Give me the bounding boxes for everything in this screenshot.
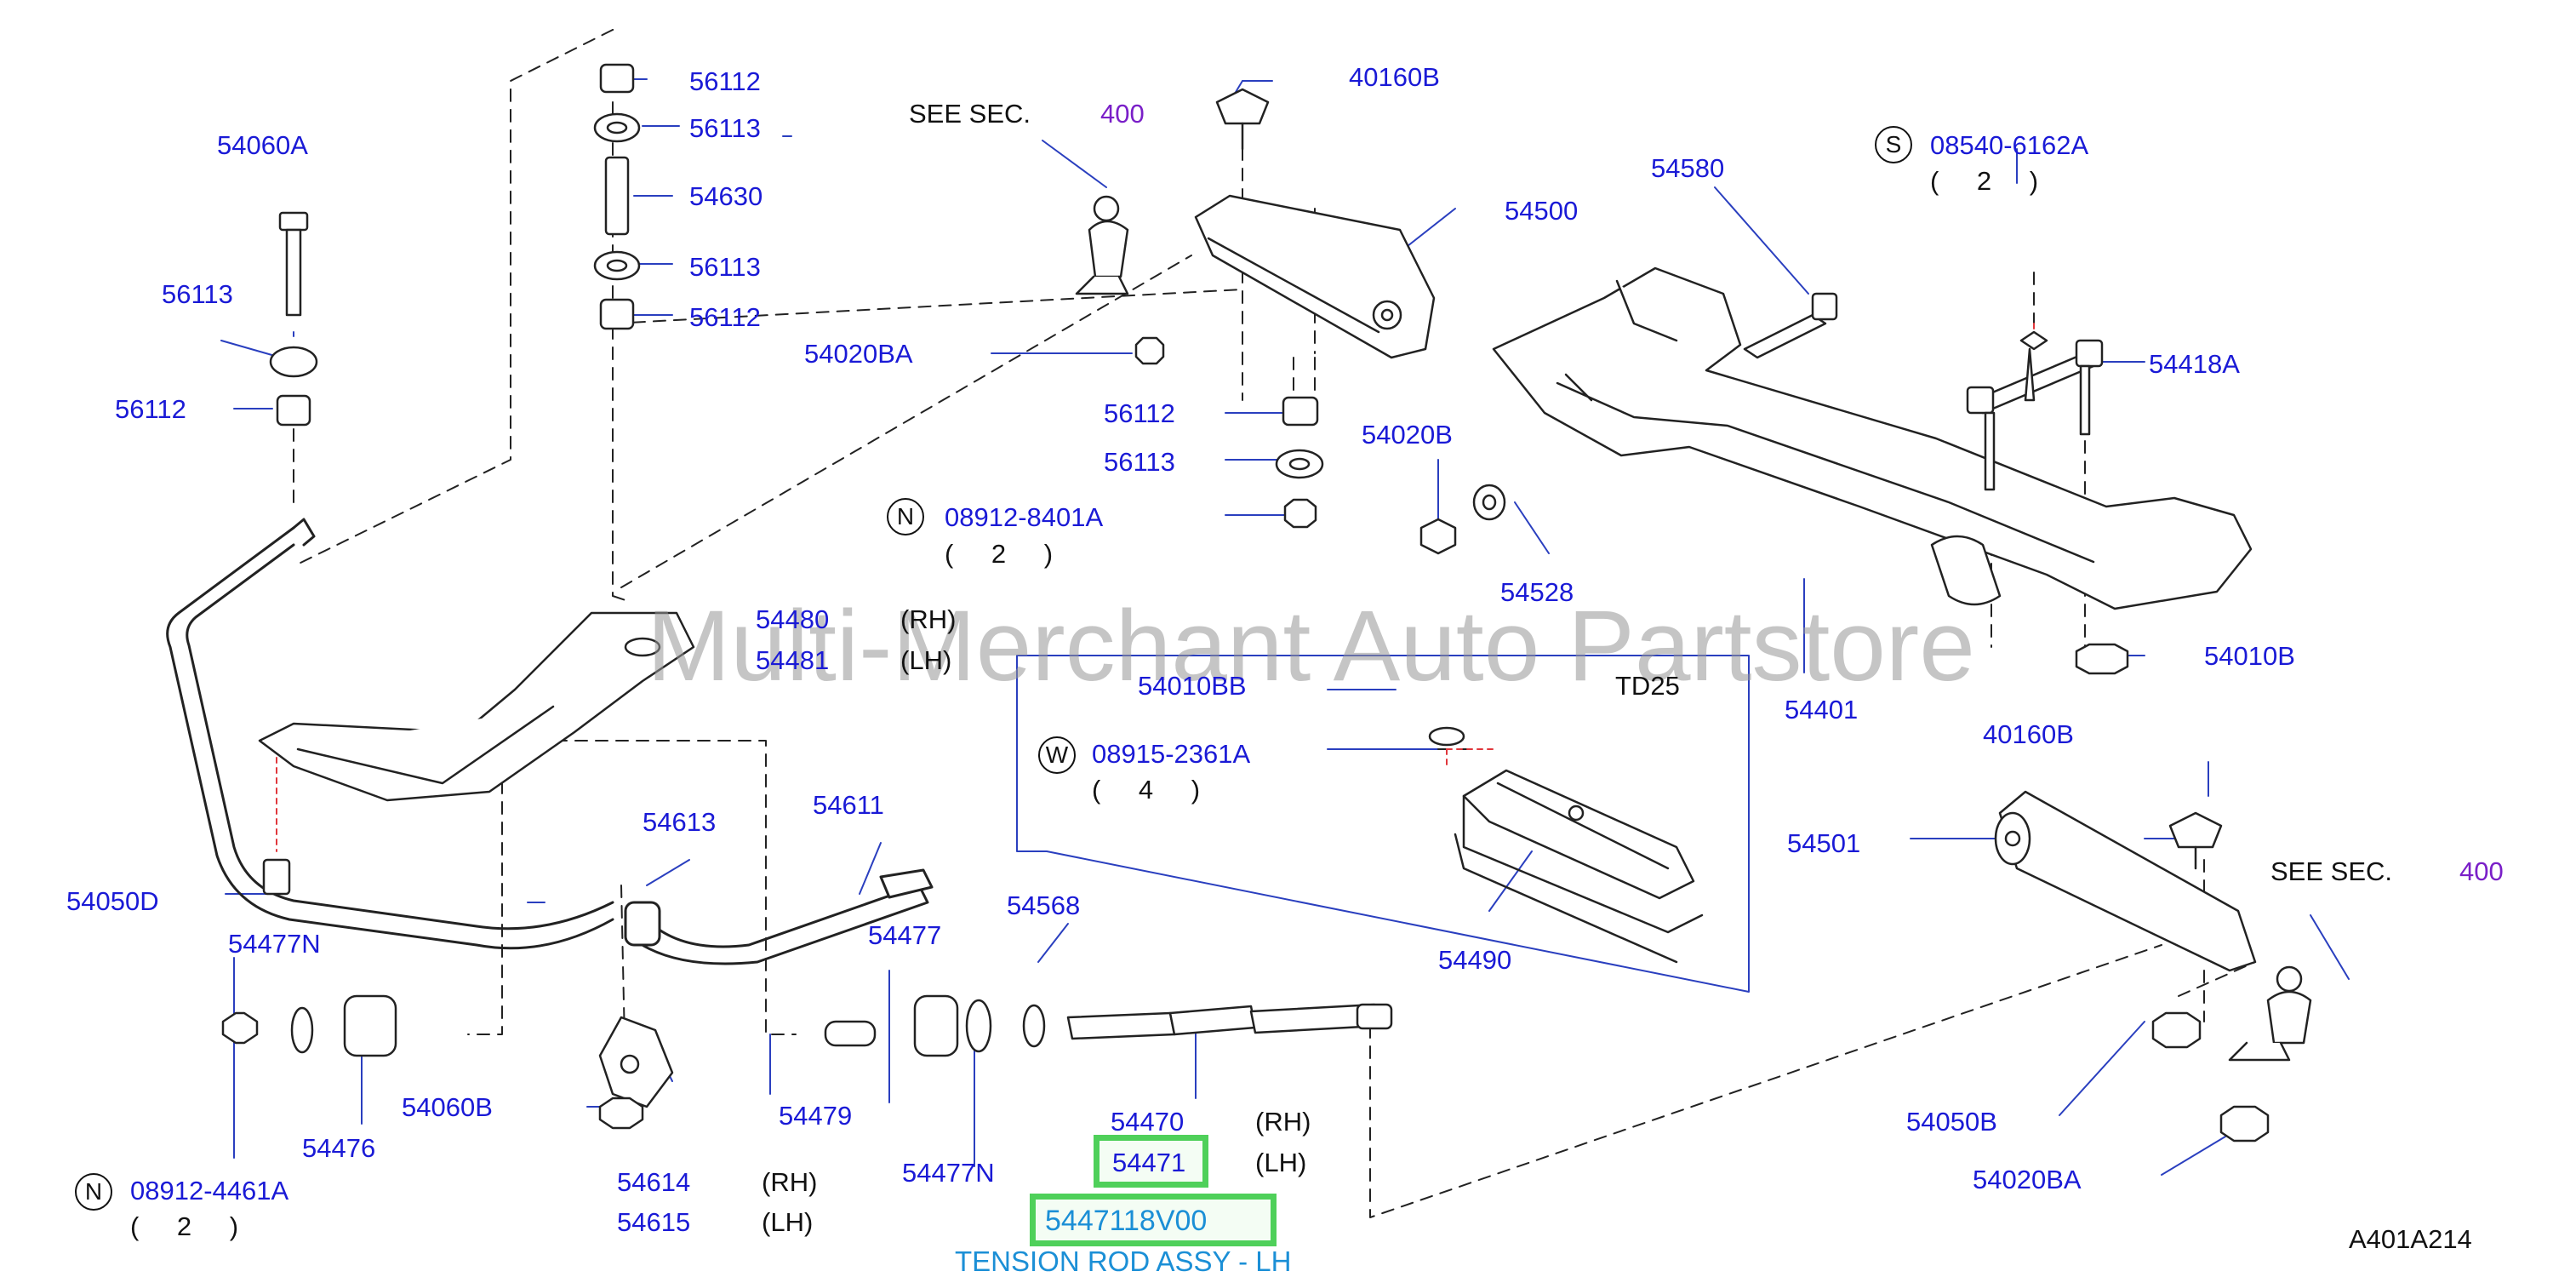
part-label-54020B[interactable]: 54020B bbox=[1362, 420, 1453, 450]
part-label-54010BB[interactable]: 54010BB bbox=[1138, 671, 1247, 701]
crossmember-bolt bbox=[1743, 292, 1838, 359]
part-label-40160B-lower[interactable]: 40160B bbox=[1983, 719, 2074, 749]
part-label-54471[interactable]: 54471 bbox=[1112, 1148, 1186, 1177]
highlight-box-54471 bbox=[1094, 1135, 1208, 1188]
part-label-08915-2361A[interactable]: 08915-2361A bbox=[1092, 739, 1251, 769]
part-label-54615[interactable]: 54615 bbox=[617, 1207, 691, 1237]
part-label-54614[interactable]: 54614 bbox=[617, 1167, 691, 1197]
side-lh-54481: (LH) bbox=[900, 645, 952, 675]
part-label-54528[interactable]: 54528 bbox=[1500, 577, 1574, 607]
part-label-54477[interactable]: 54477 bbox=[868, 920, 942, 950]
part-label-08912-8401A[interactable]: 08912-8401A bbox=[945, 502, 1104, 532]
part-label-54050B[interactable]: 54050B bbox=[1906, 1107, 1997, 1137]
side-lh-54615: (LH) bbox=[762, 1207, 814, 1237]
highlighted-part-number[interactable]: 5447118V00 bbox=[1045, 1205, 1208, 1237]
part-label-54060A[interactable]: 54060A bbox=[217, 130, 308, 160]
part-label-56113-left[interactable]: 56113 bbox=[162, 279, 233, 309]
part-label-54500[interactable]: 54500 bbox=[1505, 196, 1579, 226]
side-lh-54471: (LH) bbox=[1255, 1148, 1307, 1177]
part-label-56112-mid[interactable]: 56112 bbox=[689, 302, 761, 332]
upper-control-arm bbox=[1194, 88, 1436, 359]
qty-08912-4461A: ( 2 ) bbox=[130, 1211, 254, 1241]
part-label-54401[interactable]: 54401 bbox=[1785, 695, 1859, 724]
part-label-54568[interactable]: 54568 bbox=[1007, 890, 1081, 920]
stabilizer-bracket bbox=[258, 611, 695, 802]
ball-joint-upper bbox=[1075, 195, 1129, 295]
ball-joint-lower bbox=[2151, 965, 2312, 1142]
qty-08912-8401A: ( 2 ) bbox=[945, 539, 1069, 569]
part-label-54060B[interactable]: 54060B bbox=[402, 1092, 493, 1122]
part-label-56112-center[interactable]: 56112 bbox=[1104, 398, 1175, 428]
part-label-56113-top[interactable]: 56113 bbox=[689, 113, 761, 143]
lower-control-arm bbox=[1994, 790, 2257, 972]
part-label-54611[interactable]: 54611 bbox=[813, 790, 884, 820]
qty-08915-2361A: ( 4 ) bbox=[1092, 775, 1216, 805]
see-sec-text-lower: SEE SEC. bbox=[2270, 856, 2392, 886]
side-rh-54470: (RH) bbox=[1255, 1107, 1311, 1137]
qty-08540-6162A: ( 2 ) bbox=[1930, 166, 2054, 196]
td25-inset bbox=[1016, 655, 1750, 993]
bushings-mid bbox=[1419, 484, 2129, 675]
symbol-n-badge-1: N bbox=[887, 498, 924, 535]
part-label-54020BA-lower[interactable]: 54020BA bbox=[1973, 1165, 2082, 1194]
diagram-code: A401A214 bbox=[2349, 1224, 2472, 1254]
part-label-54480[interactable]: 54480 bbox=[756, 604, 830, 634]
part-label-56113-mid[interactable]: 56113 bbox=[689, 252, 761, 282]
see-sec-number-lower[interactable]: 400 bbox=[2459, 856, 2504, 886]
part-label-08912-4461A[interactable]: 08912-4461A bbox=[130, 1176, 289, 1205]
part-label-54630[interactable]: 54630 bbox=[689, 181, 763, 211]
part-label-54020BA-top[interactable]: 54020BA bbox=[804, 339, 913, 369]
part-label-54580[interactable]: 54580 bbox=[1651, 153, 1725, 183]
part-label-54479[interactable]: 54479 bbox=[779, 1101, 853, 1131]
highlight-box-part-number bbox=[1030, 1194, 1277, 1246]
part-label-54470[interactable]: 54470 bbox=[1111, 1107, 1185, 1137]
rod-bracket bbox=[262, 858, 674, 1130]
part-label-54477N-left[interactable]: 54477N bbox=[228, 929, 321, 959]
side-link bbox=[1966, 330, 2104, 491]
front-crossmember bbox=[1492, 266, 2253, 610]
part-label-54050D[interactable]: 54050D bbox=[66, 886, 159, 916]
part-label-54501[interactable]: 54501 bbox=[1787, 828, 1861, 858]
tension-rod bbox=[221, 994, 1393, 1057]
stabilizer-bar bbox=[166, 518, 934, 965]
see-sec-text-top: SEE SEC. bbox=[909, 99, 1031, 129]
engine-label-td25: TD25 bbox=[1615, 671, 1680, 701]
part-label-40160B-top[interactable]: 40160B bbox=[1349, 62, 1440, 92]
part-label-54476[interactable]: 54476 bbox=[302, 1133, 376, 1163]
part-label-54490[interactable]: 54490 bbox=[1438, 945, 1512, 975]
symbol-n-badge-2: N bbox=[75, 1173, 112, 1211]
part-label-56112-left[interactable]: 56112 bbox=[115, 394, 186, 424]
part-label-08540-6162A[interactable]: 08540-6162A bbox=[1930, 130, 2089, 160]
part-label-54418A[interactable]: 54418A bbox=[2149, 349, 2240, 379]
side-rh-54480: (RH) bbox=[900, 604, 957, 634]
hardware-stack-left bbox=[269, 63, 1324, 529]
part-label-54481[interactable]: 54481 bbox=[756, 645, 830, 675]
watermark: Multi-Merchant Auto Partstore bbox=[647, 590, 1975, 702]
part-label-54010B[interactable]: 54010B bbox=[2204, 641, 2295, 671]
side-rh-54614: (RH) bbox=[762, 1167, 818, 1197]
part-label-54477N-right[interactable]: 54477N bbox=[902, 1158, 995, 1188]
part-label-56112-top[interactable]: 56112 bbox=[689, 66, 761, 96]
symbol-s-badge: S bbox=[1875, 126, 1912, 163]
highlighted-part-description: TENSION ROD ASSY - LH bbox=[955, 1246, 1292, 1277]
part-label-56113-center[interactable]: 56113 bbox=[1104, 447, 1175, 477]
part-label-54613[interactable]: 54613 bbox=[643, 807, 717, 837]
symbol-w-badge: W bbox=[1038, 736, 1076, 774]
see-sec-number-top[interactable]: 400 bbox=[1100, 99, 1145, 129]
